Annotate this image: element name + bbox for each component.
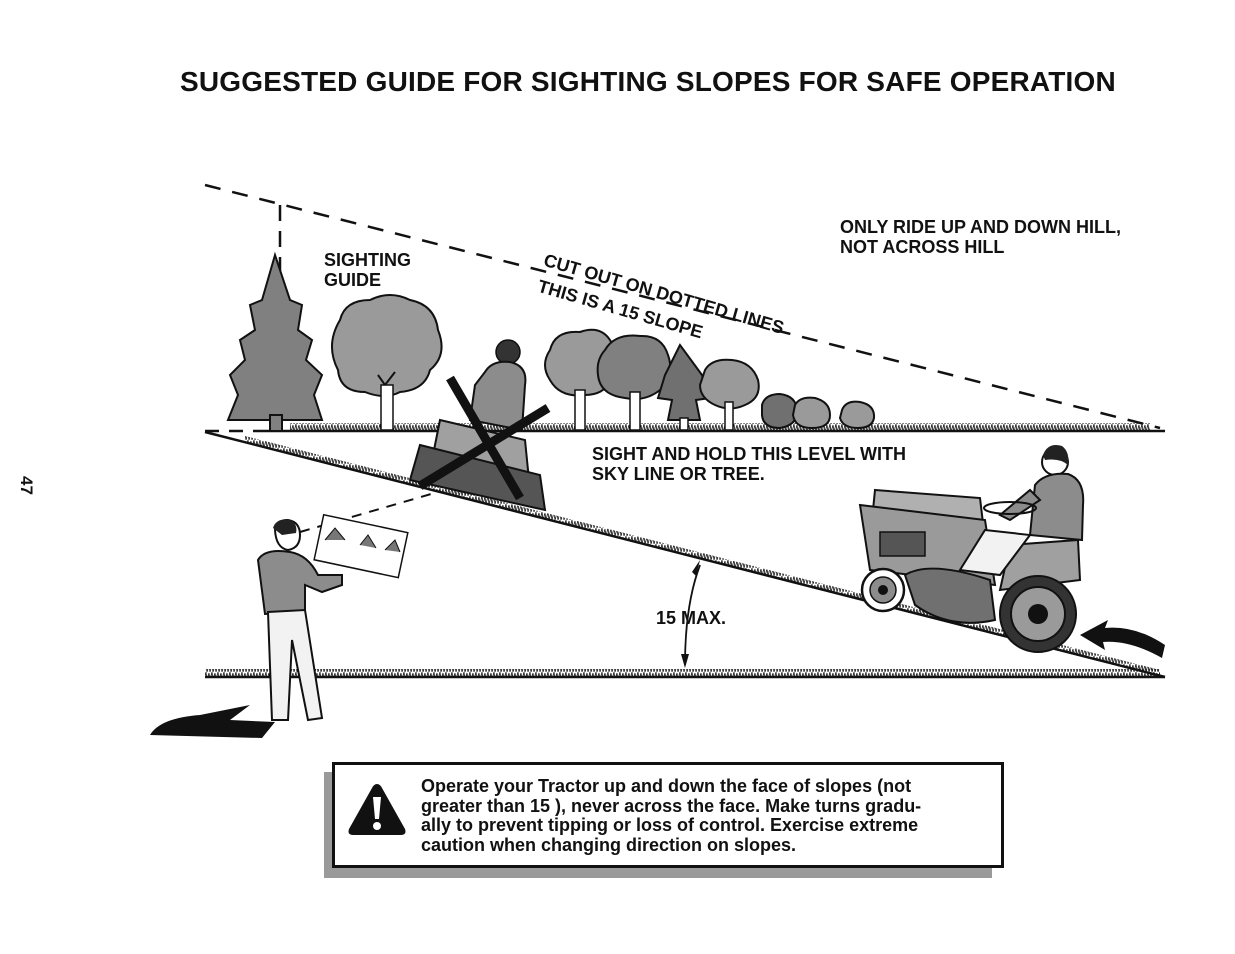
sighting-guide-label: SIGHTING GUIDE (324, 250, 412, 290)
hold-level-label: SIGHT AND HOLD THIS LEVEL WITH SKY LINE … (592, 444, 906, 484)
round-tree (331, 294, 443, 431)
warning-triangle-icon (348, 784, 406, 835)
direction-arrow-icon (1080, 620, 1165, 658)
tractor-rider-figure (858, 445, 1085, 653)
angle-arc (684, 564, 701, 666)
max-angle-label: 15 MAX. (656, 608, 727, 628)
unsafe-across-slope-figure (408, 339, 551, 512)
ride-instruction-label: ONLY RIDE UP AND DOWN HILL, NOT ACROSS H… (840, 217, 1122, 257)
person-sighting-figure (150, 513, 409, 738)
pine-tree (226, 251, 324, 432)
warning-box: Operate your Tractor up and down the fac… (332, 762, 1004, 868)
tree-cluster (544, 328, 876, 431)
page-title: SUGGESTED GUIDE FOR SIGHTING SLOPES FOR … (180, 66, 1116, 97)
sighting-dashed-line (204, 183, 1161, 430)
warning-text: Operate your Tractor up and down the fac… (421, 776, 922, 855)
